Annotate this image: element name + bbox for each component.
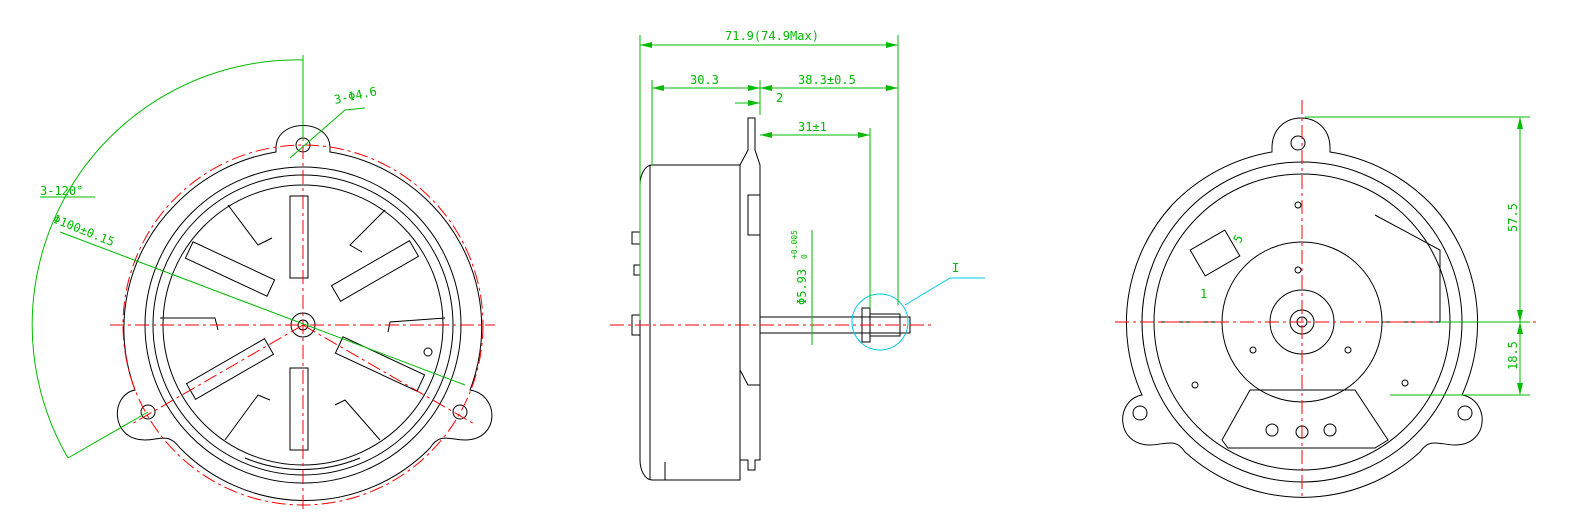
side-shaft-length: 38.3±0.5 xyxy=(798,73,856,87)
side-tab-2 xyxy=(633,264,641,276)
rear-sector-right xyxy=(1374,214,1441,323)
side-flange-step: 2 xyxy=(776,91,783,105)
front-slot-right-lower xyxy=(334,336,426,392)
side-dim-arrows xyxy=(640,42,898,138)
front-pcd-leader xyxy=(59,231,466,386)
front-hook-4 xyxy=(387,317,446,333)
front-slot-bottom xyxy=(289,367,309,451)
side-detail-label: I xyxy=(952,261,959,275)
front-hook-1 xyxy=(227,204,273,246)
side-shaft-dia-base: Φ5.93 xyxy=(795,269,809,305)
side-body xyxy=(639,164,741,481)
front-hole-right xyxy=(452,404,468,420)
side-shaft-dia-dim: Φ5.93 +0.005 0 xyxy=(790,230,809,305)
side-shaft-tol-lower: 0 xyxy=(800,254,809,259)
front-centerlines xyxy=(110,95,495,510)
side-tab-1 xyxy=(631,231,641,245)
rear-sector-bottom xyxy=(1221,389,1389,449)
side-body-length: 30.3 xyxy=(690,73,719,87)
rear-lower-hole-1 xyxy=(1265,423,1279,437)
rear-height-lower: 18.5 xyxy=(1506,341,1520,370)
side-dimensions xyxy=(639,35,899,345)
front-hole-left xyxy=(140,404,156,420)
front-angle-arc xyxy=(31,59,304,459)
rear-dim-arrows xyxy=(1517,117,1523,395)
rear-dot-5 xyxy=(1191,381,1199,389)
front-slot-top xyxy=(289,195,309,279)
rear-hole-left xyxy=(1132,405,1148,421)
rear-lower-hole-3 xyxy=(1323,423,1337,437)
front-view xyxy=(116,125,493,502)
side-overall-length: 71.9(74.9Max) xyxy=(725,29,819,43)
side-detail-leader xyxy=(904,277,985,306)
front-hole-leader xyxy=(289,109,346,159)
side-shaft-reach: 31±1 xyxy=(798,120,827,134)
rear-dot-4 xyxy=(1344,346,1352,354)
front-pcd-dim: Φ100±0.15 xyxy=(51,212,117,249)
front-slot-left-upper xyxy=(184,241,276,297)
front-hook-3 xyxy=(160,317,219,331)
rear-dot-6 xyxy=(1401,379,1409,387)
side-flange-step xyxy=(739,369,760,386)
side-flange xyxy=(739,117,761,471)
front-hook-6 xyxy=(334,399,381,441)
rear-flange-outline xyxy=(1122,117,1483,498)
side-flange-boss xyxy=(747,194,761,236)
side-detail-circle xyxy=(851,293,909,351)
front-small-hole xyxy=(423,347,433,357)
rear-hole-top xyxy=(1290,135,1306,151)
rear-dot-2 xyxy=(1294,266,1302,274)
side-shaft-tol-upper: +0.005 xyxy=(790,230,799,259)
front-flange-outline xyxy=(116,125,493,502)
front-hook-5 xyxy=(224,394,271,441)
front-dimensions xyxy=(31,55,466,459)
rear-dot-3 xyxy=(1249,346,1257,354)
front-angle-dim: 3-120° xyxy=(40,184,83,198)
rear-hole-right xyxy=(1457,405,1473,421)
rear-height-upper: 57.5 xyxy=(1506,203,1520,232)
side-view xyxy=(631,117,911,481)
rear-dot-1 xyxy=(1294,201,1302,209)
front-lower-arc xyxy=(244,457,361,470)
front-slot-left-lower xyxy=(185,338,275,400)
rear-connector xyxy=(1189,229,1241,277)
front-hole-dim: 3-Φ4.6 xyxy=(333,84,378,107)
rear-dimensions xyxy=(1305,116,1530,396)
rear-connector-pin1: 1 xyxy=(1200,287,1207,301)
front-slot-right-upper xyxy=(330,240,420,302)
front-hook-2 xyxy=(349,209,386,253)
